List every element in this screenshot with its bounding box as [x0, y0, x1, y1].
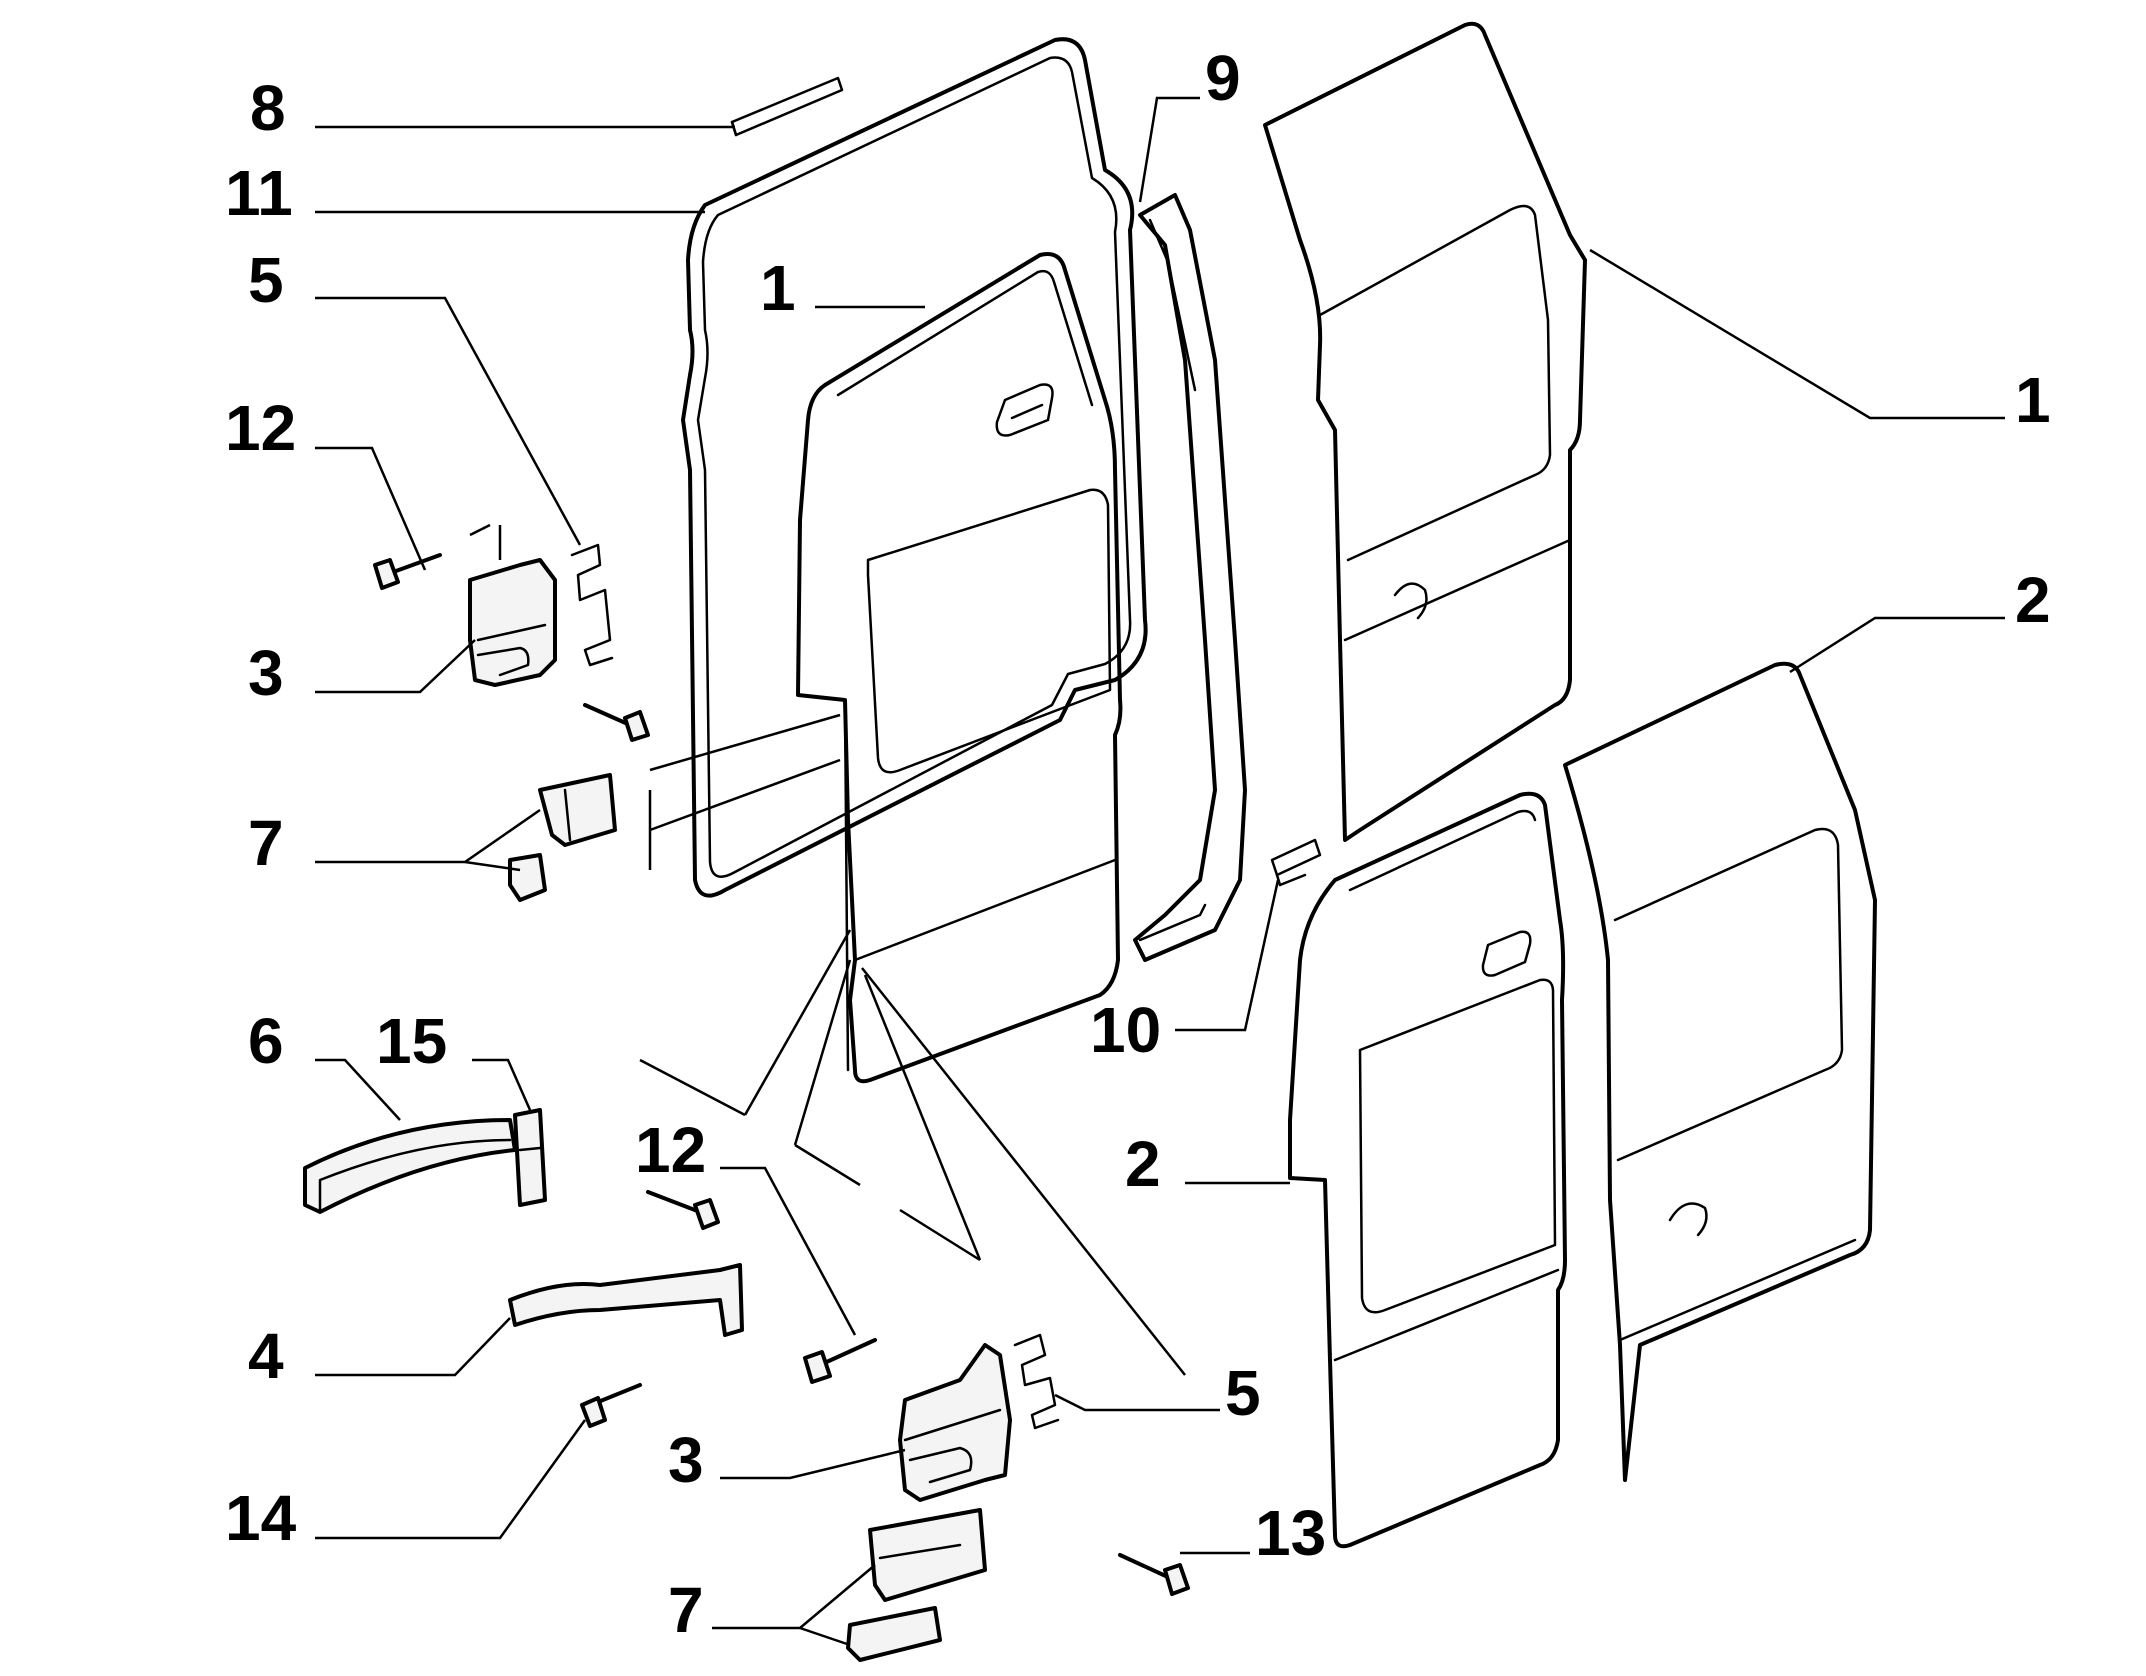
callout-14: 14 — [225, 1482, 297, 1554]
callout-6: 6 — [248, 1005, 284, 1077]
check-strap — [303, 1118, 517, 1214]
callout-4: 4 — [248, 1320, 284, 1392]
callout-5-lower: 5 — [1225, 1357, 1261, 1429]
lower-hinge-cover — [868, 1508, 987, 1602]
door-seal — [681, 37, 1148, 898]
leader-lines — [315, 96, 2005, 1647]
callout-12-lower: 12 — [635, 1114, 706, 1186]
upper-cap — [508, 853, 547, 902]
upper-hinge-cover — [538, 773, 617, 847]
callout-12-upper: 12 — [225, 392, 296, 464]
callout-5-upper: 5 — [248, 244, 284, 316]
strap-bracket — [513, 1108, 547, 1207]
callout-13: 13 — [1255, 1497, 1326, 1569]
callout-labels: 8 11 5 12 3 7 1 9 1 2 10 2 6 15 12 4 14 … — [225, 42, 2051, 1646]
lower-hinge — [898, 1343, 1012, 1502]
upper-hinge — [468, 558, 557, 687]
callout-8: 8 — [250, 72, 286, 144]
arm-bolt — [580, 1383, 642, 1428]
small-bracket — [1270, 838, 1322, 887]
trim-strip — [730, 76, 844, 137]
callout-11: 11 — [225, 157, 293, 229]
door-arm — [508, 1263, 744, 1337]
callout-3-upper: 3 — [248, 637, 284, 709]
upper-hinge-bolt-a — [373, 553, 442, 590]
callout-9: 9 — [1205, 42, 1241, 114]
callout-1-right: 1 — [2015, 364, 2051, 436]
callout-15: 15 — [376, 1005, 447, 1077]
lower-hinge-bolt-b — [1118, 1553, 1190, 1596]
alignment-lines — [469, 523, 1186, 1376]
upper-hinge-bolt-b — [583, 703, 650, 742]
right-lower-door-right — [1563, 661, 1877, 1482]
right-lower-door-left — [1288, 791, 1567, 1549]
right-upper-door — [1263, 21, 1587, 842]
callout-3-lower: 3 — [668, 1424, 704, 1496]
upper-spring-clip — [570, 543, 614, 667]
callout-10: 10 — [1090, 994, 1161, 1066]
inner-door-panel — [796, 252, 1123, 1084]
callout-2-middle: 2 — [1125, 1128, 1161, 1200]
lower-spring-clip — [1013, 1333, 1060, 1430]
callout-7-lower: 7 — [668, 1574, 704, 1646]
strap-bolt — [646, 1190, 720, 1230]
callout-7-upper: 7 — [248, 807, 284, 879]
lower-cap — [846, 1606, 942, 1662]
vertical-seal — [1133, 193, 1247, 962]
callout-1-middle: 1 — [760, 252, 796, 324]
lower-hinge-bolt-a — [803, 1338, 877, 1384]
callout-2-right: 2 — [2015, 564, 2051, 636]
